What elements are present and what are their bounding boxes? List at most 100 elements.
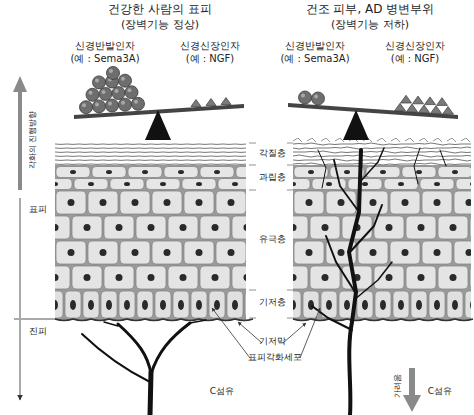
nucleus bbox=[470, 300, 471, 310]
spinous-cell bbox=[184, 241, 214, 264]
nucleus bbox=[322, 224, 329, 231]
nucleus bbox=[196, 249, 203, 256]
basal-cell bbox=[429, 291, 445, 318]
itch-arrow bbox=[409, 368, 415, 396]
cell-gap bbox=[55, 165, 246, 320]
spinous-cell bbox=[358, 191, 388, 214]
highlight bbox=[314, 95, 318, 99]
corneum-layer bbox=[293, 143, 471, 145]
spinous-cell bbox=[232, 216, 246, 239]
spinous-cell bbox=[470, 216, 471, 239]
nucleus bbox=[164, 199, 171, 206]
nucleus bbox=[232, 182, 238, 186]
flake bbox=[321, 138, 330, 142]
highlight bbox=[95, 102, 99, 106]
text-label: 과립층 bbox=[259, 172, 286, 182]
spinous-cell bbox=[120, 241, 150, 264]
nucleus bbox=[70, 300, 76, 310]
sema3a-ball bbox=[299, 91, 312, 104]
granular-cell bbox=[366, 167, 400, 178]
spinous-cell bbox=[232, 266, 246, 289]
basal-cell bbox=[245, 291, 246, 318]
spinous-cell bbox=[406, 266, 436, 289]
spinous-cell bbox=[120, 191, 150, 214]
ngf-triangle bbox=[395, 103, 406, 111]
spinous-cell bbox=[88, 241, 118, 264]
granular-cell bbox=[236, 167, 246, 178]
ngf-triangle bbox=[221, 98, 231, 105]
granular-cell bbox=[384, 179, 418, 190]
nucleus bbox=[106, 170, 112, 174]
nucleus bbox=[434, 249, 441, 256]
corneum-layer bbox=[293, 147, 471, 149]
spinous-cell bbox=[168, 216, 198, 239]
flake bbox=[307, 138, 316, 142]
nucleus bbox=[418, 274, 425, 281]
balance-scales bbox=[74, 67, 458, 141]
text-label: 신경신장인자 bbox=[180, 40, 240, 52]
granular-cell bbox=[55, 179, 72, 190]
granular-cell bbox=[182, 179, 216, 190]
sema3a-ball bbox=[86, 88, 99, 101]
text-label: 기저막 bbox=[259, 336, 286, 346]
nucleus bbox=[70, 170, 76, 174]
corneum-layer bbox=[55, 144, 246, 145]
text-label: C섬유 bbox=[210, 386, 234, 396]
granular-cell bbox=[420, 179, 454, 190]
scale-pivot bbox=[145, 110, 171, 140]
corneum-layer bbox=[55, 156, 246, 157]
nucleus bbox=[308, 300, 314, 310]
nucleus bbox=[416, 170, 422, 174]
progress-arrow bbox=[18, 90, 22, 190]
nucleus bbox=[308, 170, 314, 174]
nucleus bbox=[214, 300, 220, 310]
highlight bbox=[121, 101, 125, 105]
nucleus bbox=[228, 249, 235, 256]
spinous-cell bbox=[56, 241, 86, 264]
nucleus bbox=[326, 300, 332, 310]
basal-cell bbox=[173, 291, 189, 318]
highlight bbox=[109, 69, 113, 73]
nucleus bbox=[466, 249, 472, 256]
nucleus bbox=[88, 182, 94, 186]
basal-cell bbox=[137, 291, 153, 318]
nucleus bbox=[178, 300, 184, 310]
nucleus bbox=[434, 182, 440, 186]
nucleus bbox=[362, 182, 368, 186]
spinous-cell bbox=[358, 241, 388, 264]
nucleus bbox=[100, 199, 107, 206]
flake bbox=[447, 138, 456, 142]
spinous-cell bbox=[374, 216, 404, 239]
nucleus bbox=[148, 274, 155, 281]
corneum-layer bbox=[55, 164, 246, 165]
nucleus bbox=[55, 300, 58, 310]
spinous-cell bbox=[184, 191, 214, 214]
text-label: (예 : Sema3A) bbox=[280, 53, 349, 65]
nucleus bbox=[402, 249, 409, 256]
layer-ticks bbox=[249, 143, 293, 318]
flake bbox=[377, 138, 386, 142]
text-label: 신경반발인자 bbox=[75, 40, 135, 52]
spinous-cell bbox=[293, 216, 308, 239]
nucleus bbox=[164, 249, 171, 256]
basal-cell bbox=[191, 291, 207, 318]
spinous-cell bbox=[390, 241, 420, 264]
nucleus bbox=[434, 300, 440, 310]
nucleus bbox=[338, 199, 345, 206]
highlight bbox=[301, 94, 305, 98]
ngf-triangle bbox=[425, 97, 436, 105]
nucleus bbox=[398, 182, 404, 186]
spinous-cell bbox=[406, 216, 436, 239]
nucleus bbox=[380, 170, 386, 174]
flake bbox=[293, 138, 302, 142]
flake bbox=[391, 138, 400, 142]
nucleus bbox=[88, 300, 94, 310]
spinous-cell bbox=[56, 191, 86, 214]
spinous-cell bbox=[136, 216, 166, 239]
sema3a-ball bbox=[93, 100, 106, 113]
text-label: 신경반발인자 bbox=[285, 40, 345, 52]
highlight bbox=[95, 78, 99, 82]
highlight bbox=[89, 91, 93, 95]
leader-lines bbox=[212, 308, 320, 358]
